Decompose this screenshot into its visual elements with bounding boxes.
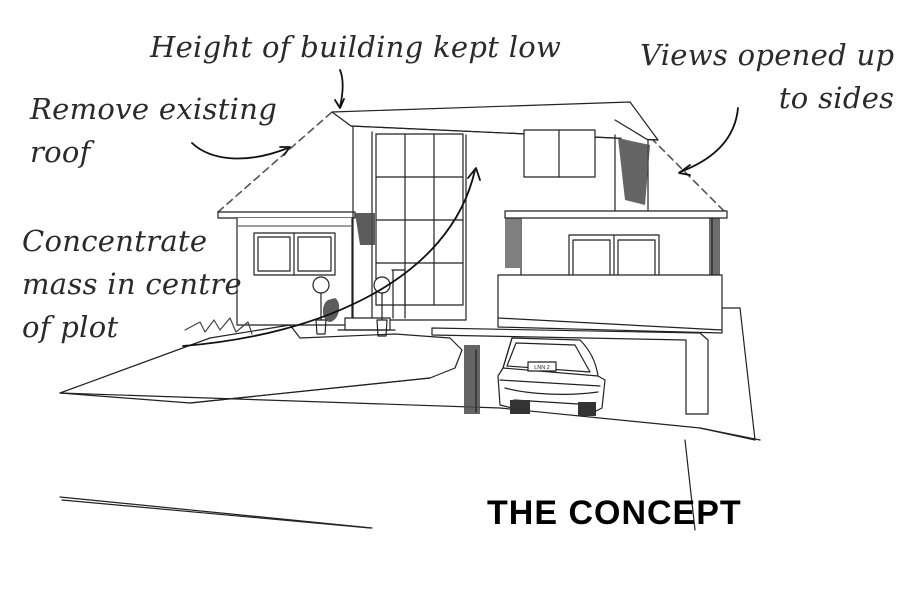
concept-title: THE CONCEPT bbox=[487, 494, 742, 532]
annotation-arrows bbox=[182, 69, 739, 347]
annotation-roof-line-2: roof bbox=[30, 135, 91, 169]
annotation-views-line-1: Views opened up bbox=[640, 38, 895, 72]
annotation-mass-line-1: Concentrate bbox=[22, 224, 208, 258]
garage bbox=[431, 327, 709, 415]
annotation-views: Views opened up to sides bbox=[640, 34, 894, 120]
annotation-roof: Remove existing roof bbox=[30, 88, 277, 174]
topiary-left bbox=[312, 276, 330, 335]
license-plate: LNN 2 bbox=[534, 365, 550, 371]
annotation-mass-line-2: mass in centre bbox=[22, 267, 242, 301]
topiary-right bbox=[373, 276, 391, 337]
shrubs bbox=[184, 317, 253, 335]
removed-roof-outline bbox=[217, 111, 728, 215]
right-wing bbox=[497, 210, 728, 334]
annotation-roof-line-1: Remove existing bbox=[30, 92, 278, 126]
license-plate-text: LNN 2 bbox=[534, 365, 550, 371]
annotation-views-line-2: to sides bbox=[778, 81, 895, 115]
annotation-mass: Concentrate mass in centre of plot bbox=[22, 220, 242, 349]
annotation-mass-line-3: of plot bbox=[22, 310, 119, 344]
driveway bbox=[59, 307, 761, 531]
annotation-height-text: Height of building kept low bbox=[150, 30, 562, 64]
annotation-height: Height of building kept low bbox=[150, 26, 561, 69]
left-wing bbox=[217, 211, 356, 326]
car bbox=[497, 337, 606, 416]
entry-steps bbox=[337, 269, 406, 331]
